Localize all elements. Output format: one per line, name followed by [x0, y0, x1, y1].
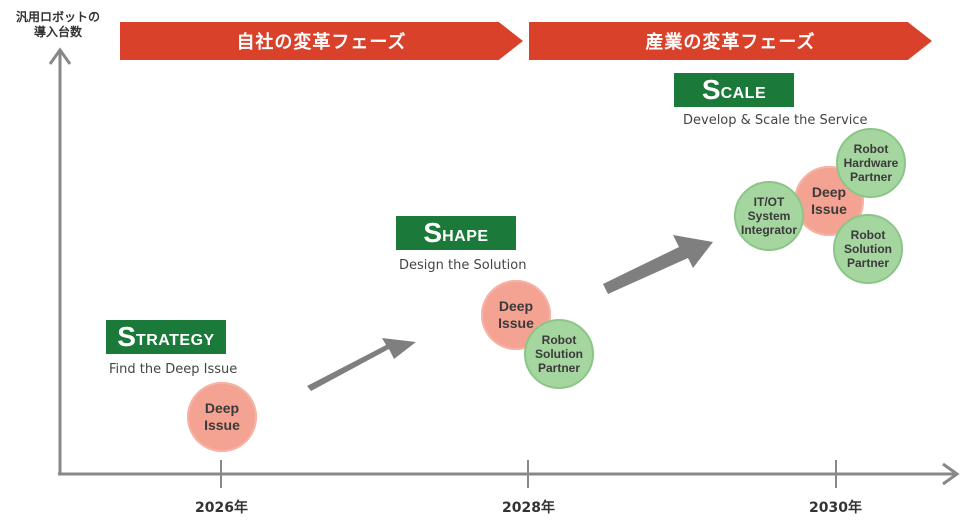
progress-arrow-2	[603, 235, 713, 294]
y-axis-arrowhead	[48, 47, 72, 65]
y-axis-title: 汎用ロボットの 導入台数	[15, 10, 100, 39]
circle-robot-hardware-partner-scale: Robot Hardware Partner	[836, 128, 906, 198]
badge-shape-initial: S	[423, 217, 443, 248]
badge-scale-rest: CALE	[720, 85, 767, 102]
year-label-2030: 2030年	[809, 500, 862, 516]
circle-system-integrator-scale: IT/OT System Integrator	[734, 181, 804, 251]
badge-shape-rest: HAPE	[442, 228, 489, 245]
year-label-2028: 2028年	[502, 500, 555, 516]
progress-arrow-1	[307, 338, 416, 391]
phase-banner-industry: 産業の変革フェーズ	[529, 22, 932, 60]
phase-banner-company: 自社の変革フェーズ	[120, 22, 523, 60]
circle-deep-issue-strategy: Deep Issue	[187, 382, 257, 452]
badge-strategy-rest: TRATEGY	[135, 332, 215, 349]
circle-robot-solution-partner-shape: Robot Solution Partner	[524, 319, 594, 389]
caption-scale: Develop & Scale the Service	[683, 113, 868, 128]
caption-shape: Design the Solution	[399, 258, 527, 273]
badge-scale-initial: S	[701, 74, 721, 105]
year-label-2026: 2026年	[195, 500, 248, 516]
badge-strategy-initial: S	[117, 321, 136, 352]
x-axis-arrowhead	[942, 462, 960, 486]
caption-strategy: Find the Deep Issue	[109, 362, 238, 377]
circle-robot-solution-partner-scale: Robot Solution Partner	[833, 214, 903, 284]
phase-label-industry: 産業の変革フェーズ	[645, 32, 816, 53]
phase-label-company: 自社の変革フェーズ	[236, 32, 407, 53]
